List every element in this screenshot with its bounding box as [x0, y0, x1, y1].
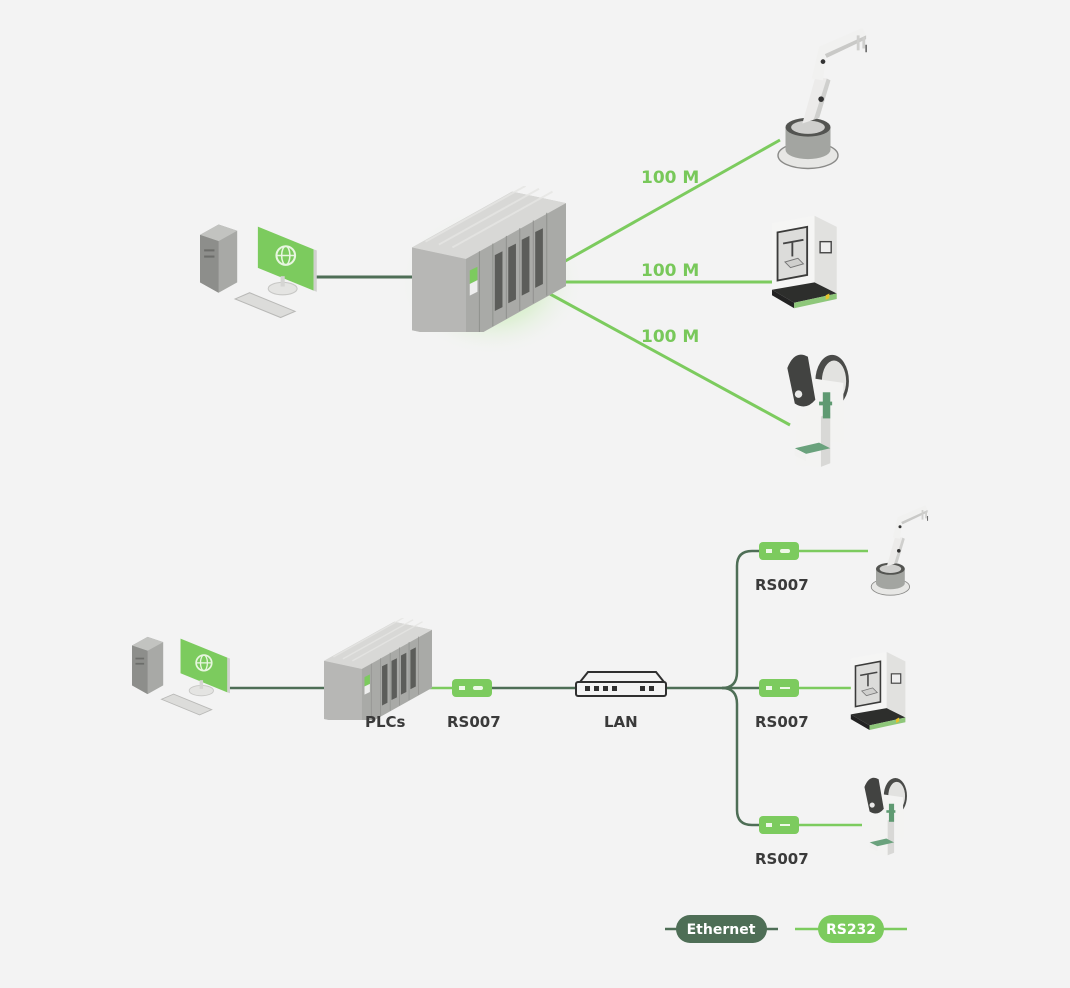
legend-ethernet-label: Ethernet [687, 922, 756, 938]
link-label-robot-arm: 100 M [641, 168, 699, 188]
punch-press-icon [864, 777, 907, 856]
rs007-label-1: RS007 [755, 576, 809, 594]
legend: Ethernet RS232 [665, 915, 907, 943]
bottom-section: PLCs RS007 LAN RS007 RS007 RS007 [132, 504, 929, 868]
legend-item-rs232: RS232 [795, 915, 907, 943]
link-label-cnc: 100 M [641, 261, 699, 281]
ethernet-branch-top [721, 549, 760, 690]
punch-press-icon [787, 354, 849, 467]
plcs-label: PLCs [365, 713, 406, 731]
rs232-link-robot-arm [527, 138, 781, 284]
rs007-label-3: RS007 [755, 850, 809, 868]
robot-arm-icon [777, 27, 867, 170]
workstation-icon [132, 635, 231, 716]
link-label-press: 100 M [641, 327, 699, 347]
legend-rs232-label: RS232 [826, 922, 876, 938]
ethernet-branch-bottom [721, 686, 760, 827]
lan-switch-icon [575, 671, 667, 697]
rs232-link-press [527, 280, 791, 427]
lan-label: LAN [604, 713, 638, 731]
rs007-converter-1 [759, 542, 799, 560]
plc-rack-icon [324, 618, 432, 720]
rs007-label-main: RS007 [447, 713, 501, 731]
legend-item-ethernet: Ethernet [665, 915, 778, 943]
workstation-icon [200, 223, 318, 319]
cnc-machine-icon [850, 652, 907, 730]
rs007-converter-2 [759, 679, 799, 697]
rs007-converter-3 [759, 816, 799, 834]
rs007-label-2: RS007 [755, 713, 809, 731]
top-section: 100 M 100 M 100 M [200, 27, 867, 467]
cnc-machine-icon [772, 214, 838, 310]
rs007-converter-main [452, 679, 492, 697]
robot-arm-icon [870, 504, 929, 596]
